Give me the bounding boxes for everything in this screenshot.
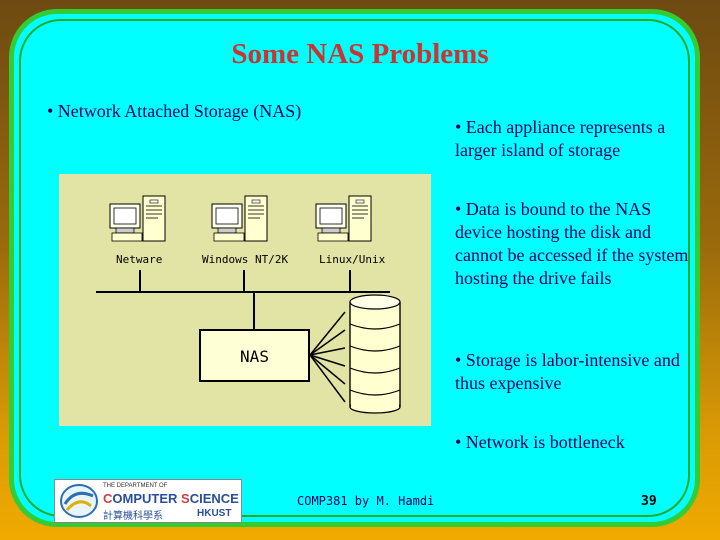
pc-windows-icon xyxy=(211,195,268,242)
logo-word-1: OMPUTER xyxy=(112,491,178,506)
logo-top-text: THE DEPARTMENT OF xyxy=(103,483,168,489)
left-bullet: • Network Attached Storage (NAS) xyxy=(47,101,302,121)
department-logo: THE DEPARTMENT OF COMPUTER SCIENCE 計算機科學… xyxy=(54,479,242,523)
logo-initial-c: C xyxy=(103,491,113,506)
logo-name: COMPUTER SCIENCE xyxy=(103,491,239,506)
client-label-netware: Netware xyxy=(116,253,163,266)
bullet-2: • Data is bound to the NAS device hostin… xyxy=(455,199,689,288)
slide-title: Some NAS Problems xyxy=(231,38,489,70)
logo-initial-s: S xyxy=(181,491,190,506)
pc-netware-icon xyxy=(109,195,166,242)
logo-chinese-text: 計算機科學系 xyxy=(103,511,163,522)
footer-credit: COMP381 by M. Hamdi xyxy=(297,494,435,508)
bullet-1: • Each appliance represents a larger isl… xyxy=(455,117,666,160)
nas-disk-links xyxy=(309,311,346,403)
client-label-windows: Windows NT/2K xyxy=(202,253,289,266)
client-label-linux: Linux/Unix xyxy=(319,253,386,266)
disk-stack-icon xyxy=(349,294,401,414)
bullet-3: • Storage is labor-intensive and thus ex… xyxy=(455,350,680,393)
page-number: 39 xyxy=(641,494,657,509)
logo-hkust-text: HKUST xyxy=(197,508,232,519)
nas-device xyxy=(199,329,310,382)
bullet-4: • Network is bottleneck xyxy=(455,432,625,452)
pc-linux-icon xyxy=(315,195,372,242)
logo-word-2: CIENCE xyxy=(189,491,239,506)
nas-label: NAS xyxy=(240,347,269,366)
logo-emblem-icon xyxy=(60,484,98,518)
